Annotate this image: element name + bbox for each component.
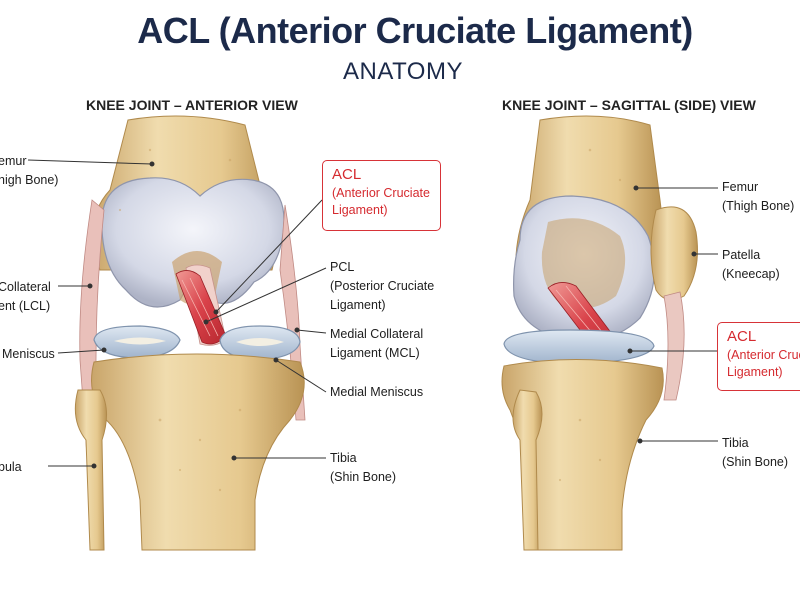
label-line: ent (LCL)	[0, 299, 51, 313]
label-line: (Shin Bone)	[722, 455, 789, 469]
label-tibia-anterior: Tibia (Shin Bone)	[330, 449, 396, 487]
label-femur-sagittal: Femur (Thigh Bone)	[722, 178, 794, 216]
acl-callout-line: Ligament)	[332, 203, 388, 217]
label-line: (Posterior Cruciate	[330, 279, 435, 293]
acl-callout-line: (Anterior Crucia	[727, 348, 800, 362]
label-line: Patella	[722, 248, 761, 262]
page-subtitle: ANATOMY	[343, 58, 463, 85]
sagittal-view-title: KNEE JOINT – SAGITTAL (SIDE) VIEW	[502, 97, 756, 113]
acl-callout-line: (Anterior Cruciate	[332, 186, 430, 200]
acl-callout-title: ACL	[727, 328, 757, 345]
label-mcl: Medial Collateral Ligament (MCL)	[330, 325, 423, 363]
anterior-knee	[74, 115, 306, 551]
acl-callout-title: ACL	[332, 166, 362, 183]
acl-callout-sagittal: ACL (Anterior Crucia Ligament)	[717, 322, 800, 391]
label-line: Collateral	[0, 280, 51, 294]
label-line: (Thigh Bone)	[722, 199, 795, 213]
label-line: (Shin Bone)	[330, 470, 397, 484]
anterior-view-title: KNEE JOINT – ANTERIOR VIEW	[86, 97, 298, 113]
label-lateral-meniscus: Meniscus	[2, 345, 55, 364]
acl-callout-line: Ligament)	[727, 365, 783, 379]
label-femur-anterior: emur high Bone)	[0, 152, 58, 190]
label-line: Tibia	[330, 451, 357, 465]
label-line: (Kneecap)	[722, 267, 780, 281]
page-title: ACL (Anterior Cruciate Ligament)	[137, 10, 693, 51]
label-line: Medial Meniscus	[330, 385, 424, 399]
label-line: bula	[0, 460, 22, 474]
label-line: high Bone)	[0, 173, 59, 187]
label-fibula: bula	[0, 458, 22, 477]
label-line: Ligament)	[330, 298, 386, 312]
label-line: Ligament (MCL)	[330, 346, 420, 360]
label-line: emur	[0, 154, 27, 168]
label-line: Meniscus	[2, 347, 55, 361]
label-lcl: Collateral ent (LCL)	[0, 278, 51, 316]
label-patella: Patella (Kneecap)	[722, 246, 780, 284]
label-pcl: PCL (Posterior Cruciate Ligament)	[330, 258, 434, 315]
label-medial-meniscus: Medial Meniscus	[330, 383, 423, 402]
acl-callout-anterior: ACL (Anterior Cruciate Ligament)	[322, 160, 441, 231]
leader-lines	[27, 159, 718, 469]
label-tibia-sagittal: Tibia (Shin Bone)	[722, 434, 788, 472]
sagittal-knee	[501, 115, 698, 551]
label-line: Tibia	[722, 436, 749, 450]
label-line: Femur	[722, 180, 759, 194]
label-line: PCL	[330, 260, 355, 274]
label-line: Medial Collateral	[330, 327, 424, 341]
